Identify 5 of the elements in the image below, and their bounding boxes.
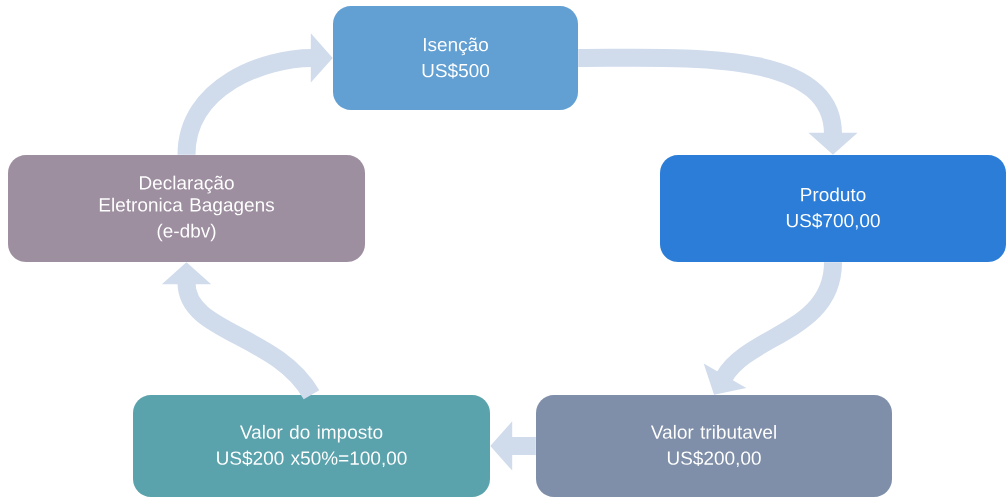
process-box: Produto US$700,00 bbox=[660, 155, 1006, 262]
process-box: Declaração Eletronica Bagagens (e-dbv) bbox=[8, 155, 365, 262]
process-box: Valor tributavel US$200,00 bbox=[536, 395, 892, 497]
process-box: Valor do imposto US$200 x50%=100,00 bbox=[133, 395, 490, 497]
process-box: Isenção US$500 bbox=[333, 6, 578, 110]
